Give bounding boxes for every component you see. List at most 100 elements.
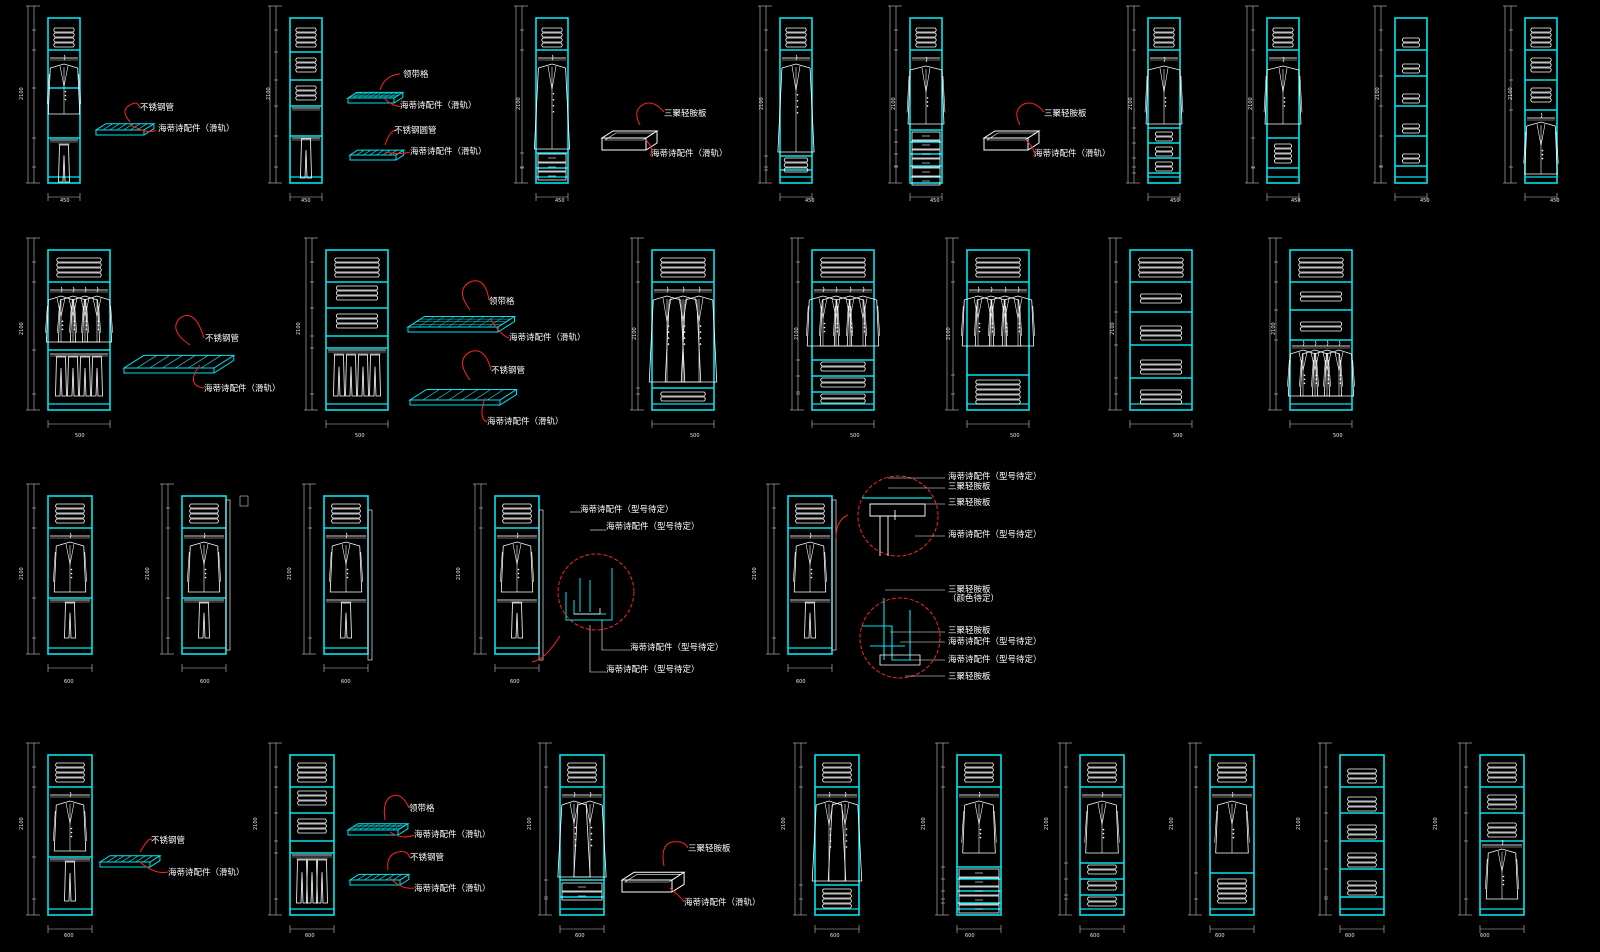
jacket-button xyxy=(1303,374,1306,377)
folded-garment xyxy=(1347,857,1377,863)
folded-garment xyxy=(502,518,532,524)
jacket-lapel xyxy=(1497,850,1507,872)
jacket-sleeve xyxy=(994,810,997,843)
wardrobe-unit xyxy=(758,5,815,201)
detail-callout xyxy=(859,597,941,679)
jacket-sleeve xyxy=(942,75,946,113)
folded-garment xyxy=(1402,63,1420,69)
folded-clothes xyxy=(1155,146,1173,157)
dim-height: 2100 xyxy=(1169,817,1175,830)
hanger-hook xyxy=(862,286,865,293)
dim-width: 500 xyxy=(1333,433,1343,439)
jacket-button xyxy=(64,98,67,101)
bottom-dimension xyxy=(651,420,715,428)
jacket-button xyxy=(204,568,207,571)
jacket-button xyxy=(70,576,73,579)
jacket-button xyxy=(836,322,839,325)
cabinet-outline xyxy=(47,17,81,184)
jacket-button xyxy=(1283,101,1286,103)
jacket-lapel xyxy=(805,543,815,565)
jacket-sleeve xyxy=(57,305,60,333)
trouser-legs xyxy=(340,602,352,639)
hanger-hook xyxy=(1231,791,1234,798)
folded-clothes xyxy=(1139,325,1183,341)
folded-clothes xyxy=(295,27,317,48)
dimension-chain xyxy=(1058,742,1072,916)
folded-clothes xyxy=(1139,293,1183,304)
label-tie-rack: 领带格 xyxy=(489,296,515,307)
jacket-sleeve xyxy=(1287,359,1290,387)
leader-line xyxy=(139,838,169,873)
long-coat xyxy=(680,286,718,383)
drawer-front xyxy=(561,891,603,901)
jacket-button xyxy=(926,97,929,99)
dim-height: 2100 xyxy=(921,817,927,830)
folded-garment xyxy=(820,366,866,372)
hanger-hook xyxy=(809,532,812,539)
dim-width: 600 xyxy=(1345,933,1355,939)
jacket xyxy=(845,286,881,347)
melamine-drawer-box xyxy=(620,871,686,893)
hanger-bar xyxy=(538,63,566,69)
jacket-button xyxy=(97,328,100,331)
hanger-hook xyxy=(925,56,928,63)
jacket-sleeve xyxy=(818,305,822,337)
jacket-lapel xyxy=(1000,297,1010,319)
coat-button xyxy=(667,343,670,345)
jacket-button xyxy=(1102,828,1105,831)
label-hettich-rail: 海蒂诗配件（滑轨） xyxy=(414,883,491,894)
folded-garment xyxy=(189,508,219,514)
cabinet-outline xyxy=(1289,249,1353,411)
hanger-hook xyxy=(84,286,87,293)
dim-height: 2100 xyxy=(145,567,151,580)
jacket-button xyxy=(979,832,982,835)
wardrobe-unit xyxy=(302,483,369,672)
bottom-dimension xyxy=(1339,925,1385,933)
folded-garment xyxy=(1087,767,1117,773)
folded-garment xyxy=(1272,37,1294,43)
tray-rod xyxy=(461,389,479,401)
leader-line xyxy=(379,73,403,107)
hanger-hook xyxy=(1163,56,1166,63)
folded-clothes xyxy=(975,257,1021,278)
jacket-button xyxy=(85,328,88,331)
folded-garment xyxy=(820,382,866,388)
folded-garment xyxy=(1087,901,1117,907)
folded-garment xyxy=(1272,27,1294,33)
jacket-button xyxy=(1541,149,1544,152)
jacket-lapel xyxy=(1322,351,1332,371)
jacket-button xyxy=(1164,105,1167,107)
jacket-lapel xyxy=(831,297,841,319)
folded-garment xyxy=(783,162,809,168)
hanger-hook xyxy=(1004,286,1007,293)
dim-width: 450 xyxy=(1420,198,1430,204)
door-track-detail xyxy=(239,495,249,507)
long-coat xyxy=(573,791,607,878)
jacket-lapel xyxy=(974,802,984,825)
folded-garment xyxy=(1347,834,1377,840)
tray-rod xyxy=(142,855,153,863)
folded-garment xyxy=(1347,880,1377,886)
trousers xyxy=(306,858,318,904)
detail-callout xyxy=(531,553,635,663)
coat-button xyxy=(699,343,702,345)
jacket-button xyxy=(991,326,994,329)
bottom-dimension xyxy=(779,193,813,201)
dim-width: 600 xyxy=(305,933,315,939)
folded-garment xyxy=(502,503,532,509)
dimension-chain xyxy=(26,742,40,916)
jacket-button xyxy=(346,576,349,579)
pullout-tray xyxy=(348,873,411,886)
folded-garment xyxy=(822,777,852,783)
coat-button xyxy=(699,337,702,339)
folded-garment xyxy=(502,508,532,514)
folded-garment xyxy=(975,379,1021,385)
folded-garment xyxy=(820,393,866,399)
wardrobe-unit xyxy=(26,237,113,428)
jacket-sleeve xyxy=(1523,131,1526,164)
dimension-chain xyxy=(935,742,949,916)
folded-garment xyxy=(822,898,852,904)
dimension-chain xyxy=(1126,5,1140,184)
dim-width: 500 xyxy=(850,433,860,439)
cabinet-outline xyxy=(1129,249,1193,411)
